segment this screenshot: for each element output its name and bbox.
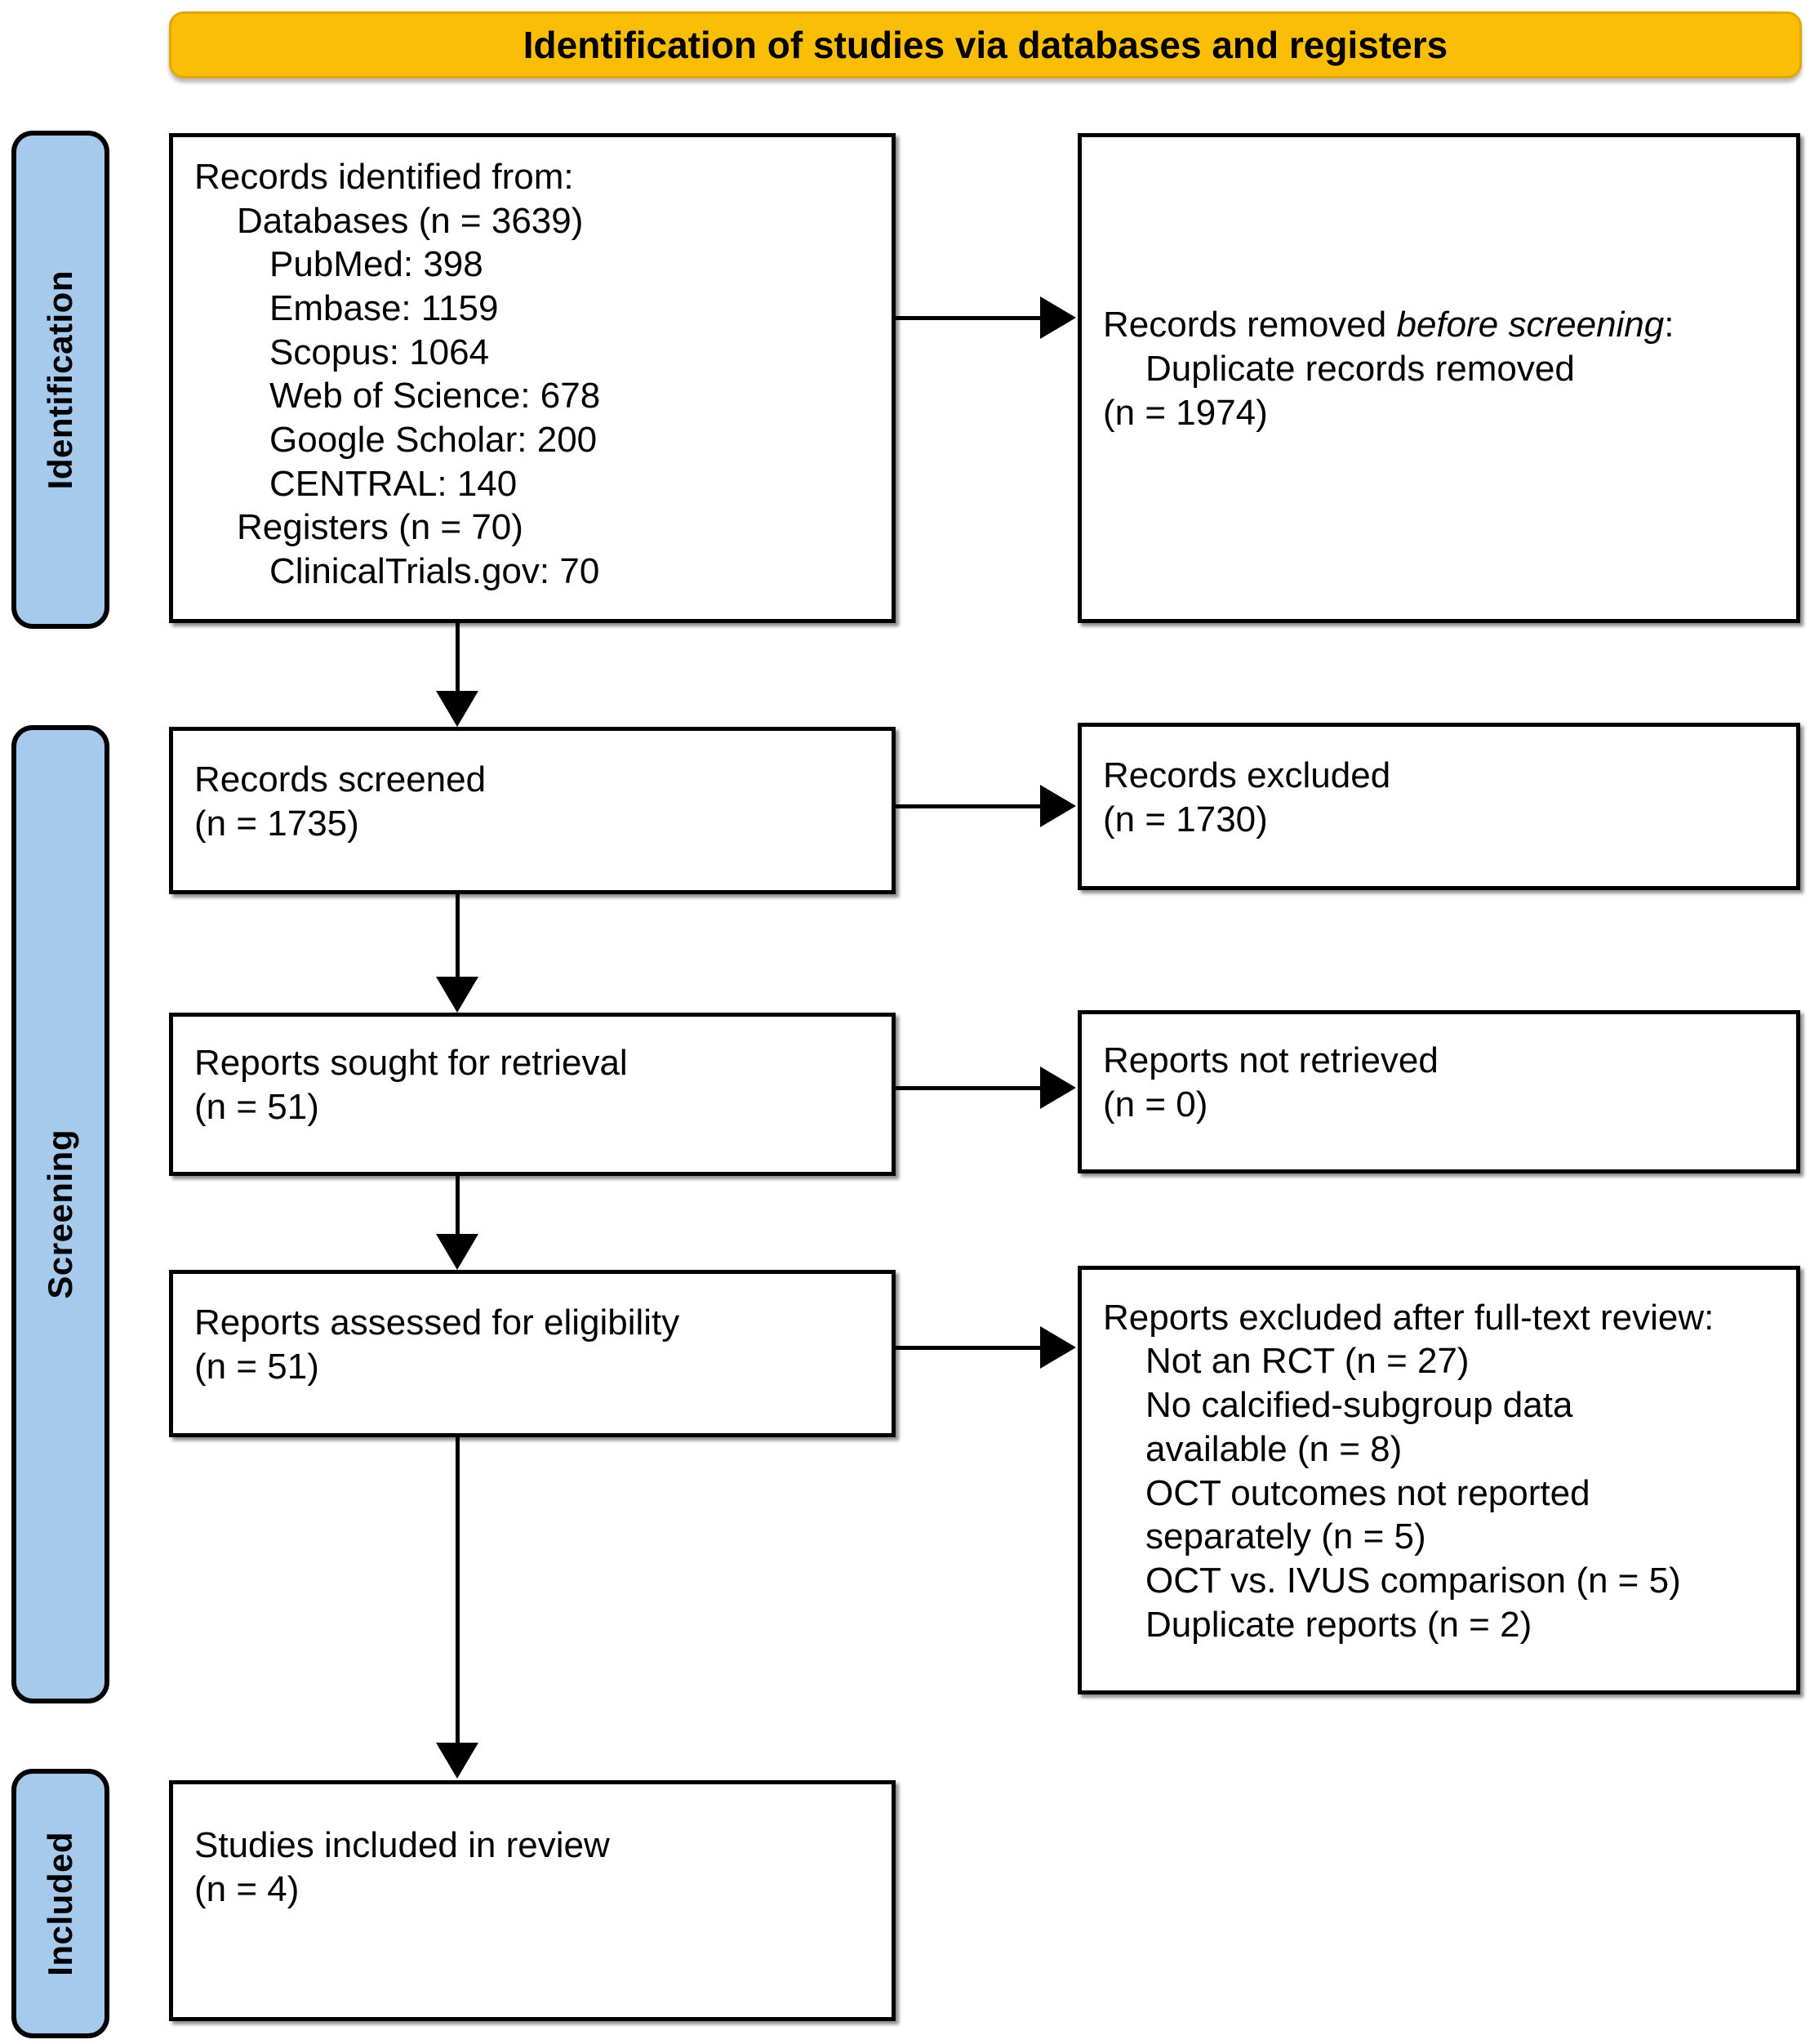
stage-label-screening-text: Screening (41, 1129, 79, 1299)
box-line: separately (n = 5) (1145, 1516, 1426, 1557)
connector-identified-to-removed (896, 316, 1043, 320)
box-records-identified: Records identified from: Databases (n = … (169, 133, 896, 623)
box-line: Embase: 1159 (269, 288, 499, 329)
box-line: Scopus: 1064 (269, 332, 490, 372)
box-line: Duplicate reports (n = 2) (1145, 1604, 1532, 1645)
box-records-screened: Records screened (n = 1735) (169, 727, 896, 894)
box-line: Registers (n = 70) (237, 507, 523, 548)
box-line: Not an RCT (n = 27) (1145, 1341, 1470, 1382)
stage-label-identification-text: Identification (41, 269, 79, 490)
box-line: (n = 1974) (1103, 392, 1268, 433)
box-line: OCT outcomes not reported (1145, 1472, 1590, 1513)
box-line: Duplicate records removed (1145, 349, 1575, 390)
box-line: Studies included in review (194, 1825, 610, 1865)
arrow-sought-to-not-retrieved (1040, 1067, 1076, 1109)
box-records-excluded: Records excluded (n = 1730) (1078, 723, 1800, 890)
box-line-heading-emphasis: before screening (1396, 305, 1665, 345)
stage-label-included-text: Included (41, 1831, 79, 1976)
box-line: (n = 4) (194, 1868, 300, 1909)
box-line: OCT vs. IVUS comparison (n = 5) (1145, 1560, 1681, 1601)
box-line: Reports excluded after full-text review: (1103, 1297, 1714, 1338)
box-reports-assessed-for-eligibility: Reports assessed for eligibility (n = 51… (169, 1270, 896, 1437)
box-line-heading-suffix: : (1664, 305, 1674, 345)
box-reports-sought-for-retrieval: Reports sought for retrieval (n = 51) (169, 1013, 896, 1176)
connector-assessed-to-excluded-fulltext (896, 1346, 1043, 1350)
box-line: Records screened (194, 759, 487, 799)
diagram-title-banner: Identification of studies via databases … (169, 11, 1802, 78)
stage-label-screening: Screening (11, 725, 109, 1703)
stage-label-included: Included (11, 1769, 109, 2038)
box-line-heading: Records removed before screening: (1103, 303, 1775, 347)
box-line: Records identified from: (194, 157, 574, 197)
box-reports-not-retrieved: Reports not retrieved (n = 0) (1078, 1010, 1800, 1173)
arrow-assessed-to-excluded-fulltext (1040, 1326, 1076, 1369)
box-line: (n = 1735) (194, 803, 359, 844)
box-line: Reports sought for retrieval (194, 1043, 628, 1084)
box-line-heading-prefix: Records removed (1103, 305, 1397, 345)
arrow-screened-to-sought (436, 977, 478, 1013)
box-line: (n = 1730) (1103, 799, 1268, 839)
box-line: Records excluded (1103, 755, 1391, 795)
box-reports-excluded-after-fulltext-review: Reports excluded after full-text review:… (1078, 1266, 1800, 1694)
box-studies-included-in-review: Studies included in review (n = 4) (169, 1780, 896, 2021)
box-line: Web of Science: 678 (269, 376, 601, 416)
arrow-assessed-to-included (436, 1743, 478, 1779)
stage-label-identification: Identification (11, 131, 109, 629)
box-line: Reports not retrieved (1103, 1040, 1439, 1081)
diagram-title-text: Identification of studies via databases … (523, 24, 1448, 66)
connector-identified-to-screened (456, 623, 460, 693)
box-line: (n = 0) (1103, 1084, 1208, 1124)
box-line: No calcified-subgroup data (1145, 1385, 1573, 1426)
box-line: Databases (n = 3639) (237, 200, 584, 241)
box-records-removed-before-screening: Records removed before screening: Duplic… (1078, 133, 1800, 623)
box-line: Google Scholar: 200 (269, 420, 598, 461)
box-line: CENTRAL: 140 (269, 463, 518, 504)
box-line: ClinicalTrials.gov: 70 (269, 551, 600, 592)
box-line: (n = 51) (194, 1087, 319, 1127)
arrow-screened-to-excluded (1040, 785, 1076, 827)
connector-assessed-to-included (456, 1437, 460, 1744)
connector-sought-to-not-retrieved (896, 1086, 1043, 1090)
box-line: PubMed: 398 (269, 244, 483, 285)
box-line: Reports assessed for eligibility (194, 1302, 680, 1343)
connector-sought-to-assessed (456, 1176, 460, 1236)
box-line: available (n = 8) (1145, 1428, 1403, 1469)
connector-screened-to-sought (456, 894, 460, 979)
arrow-identified-to-screened (436, 691, 478, 727)
arrow-identified-to-removed (1040, 296, 1076, 339)
arrow-sought-to-assessed (436, 1234, 478, 1270)
box-line: (n = 51) (194, 1346, 319, 1387)
connector-screened-to-excluded (896, 804, 1043, 808)
